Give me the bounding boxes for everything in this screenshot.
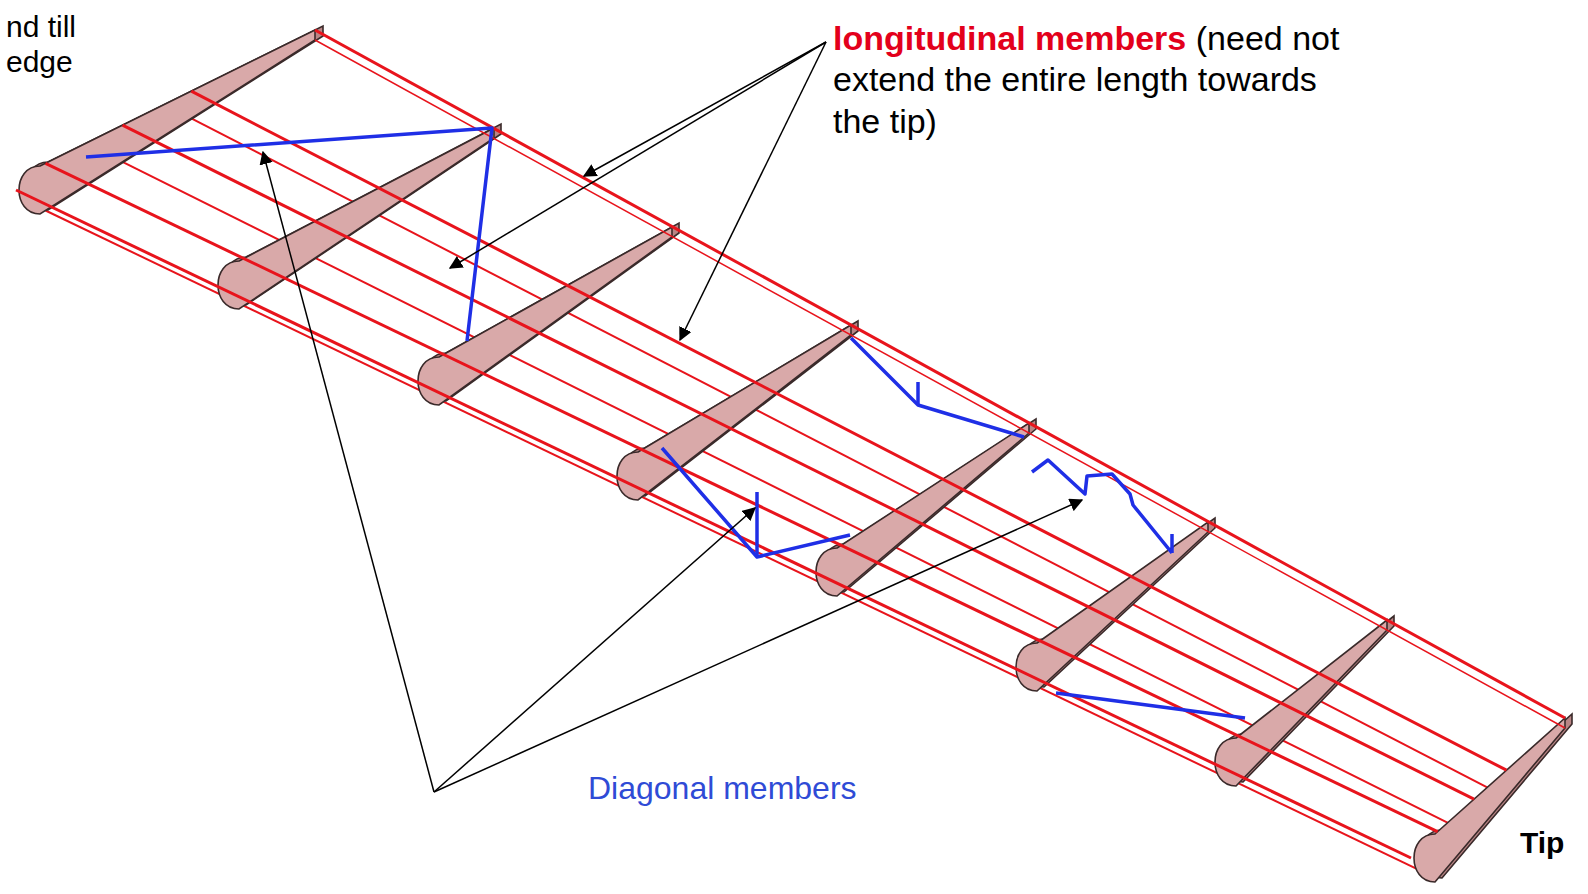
diagonal-member (86, 128, 1245, 718)
longitudinal-member (46, 118, 1507, 879)
tip-label: Tip (1520, 826, 1564, 859)
text-block: longitudinal members(need not extend the… (833, 18, 1356, 142)
text-block: nd till edge (6, 10, 106, 79)
text-block: Tip (1520, 826, 1580, 861)
leader-line (263, 42, 1082, 792)
longitudinal-member (16, 30, 1565, 858)
wing-rib (19, 26, 1572, 882)
cropped-note: nd till edge (6, 10, 76, 78)
callout-label: longitudinal members (833, 19, 1186, 57)
text-block: Diagonal members (588, 770, 888, 807)
callout-label: Diagonal members (588, 770, 857, 806)
